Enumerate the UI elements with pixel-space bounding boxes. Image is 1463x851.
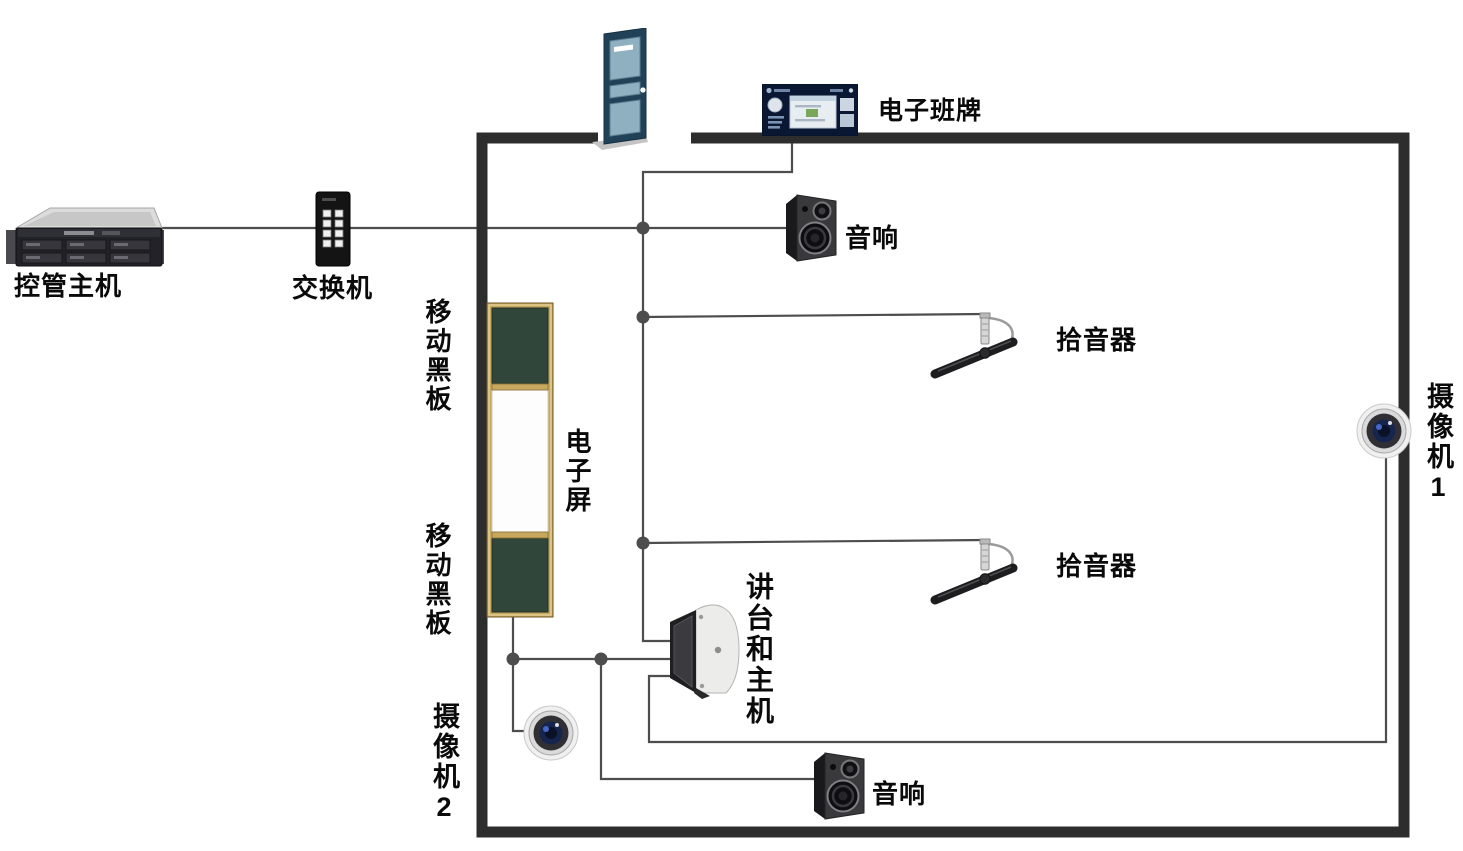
speaker-top-icon xyxy=(782,192,840,269)
speaker-bottom-label: 音响 xyxy=(872,779,927,809)
blackboard-bottom-label: 移动黑板 xyxy=(422,522,452,638)
server-icon xyxy=(4,204,166,275)
line-trunk xyxy=(641,134,794,643)
pickup-1-icon xyxy=(921,300,1045,393)
class-sign-label: 电子班牌 xyxy=(878,97,983,125)
pickup-2-label: 拾音器 xyxy=(1056,551,1138,581)
pickup-1-label: 拾音器 xyxy=(1056,325,1138,355)
switch-label: 交换机 xyxy=(292,273,374,303)
junction-dots xyxy=(506,221,650,666)
line-speaker-bottom xyxy=(599,659,816,781)
camera-2-label: 摄像机2 xyxy=(429,702,459,825)
podium-icon xyxy=(666,600,744,707)
speaker-top-label: 音响 xyxy=(845,223,900,253)
line-pickup-1 xyxy=(642,312,986,319)
camera-1-icon xyxy=(1356,403,1412,464)
camera-1-label: 摄像机1 xyxy=(1423,382,1453,505)
server-label: 控管主机 xyxy=(14,271,123,301)
switch-icon xyxy=(314,190,352,273)
room-walls xyxy=(476,132,1410,838)
door-icon xyxy=(592,27,654,157)
blackboard-top-label: 移动黑板 xyxy=(422,298,452,414)
blackboard-screen-icon xyxy=(486,302,554,623)
class-sign-icon xyxy=(761,83,859,141)
line-camera-1 xyxy=(647,456,1388,744)
line-pickup-2 xyxy=(642,538,986,545)
pickup-2-icon xyxy=(921,526,1045,619)
camera-2-icon xyxy=(523,705,579,766)
screen-label: 电子屏 xyxy=(562,428,592,515)
speaker-bottom-icon xyxy=(810,750,868,827)
podium-label: 讲台和主机 xyxy=(743,572,774,727)
